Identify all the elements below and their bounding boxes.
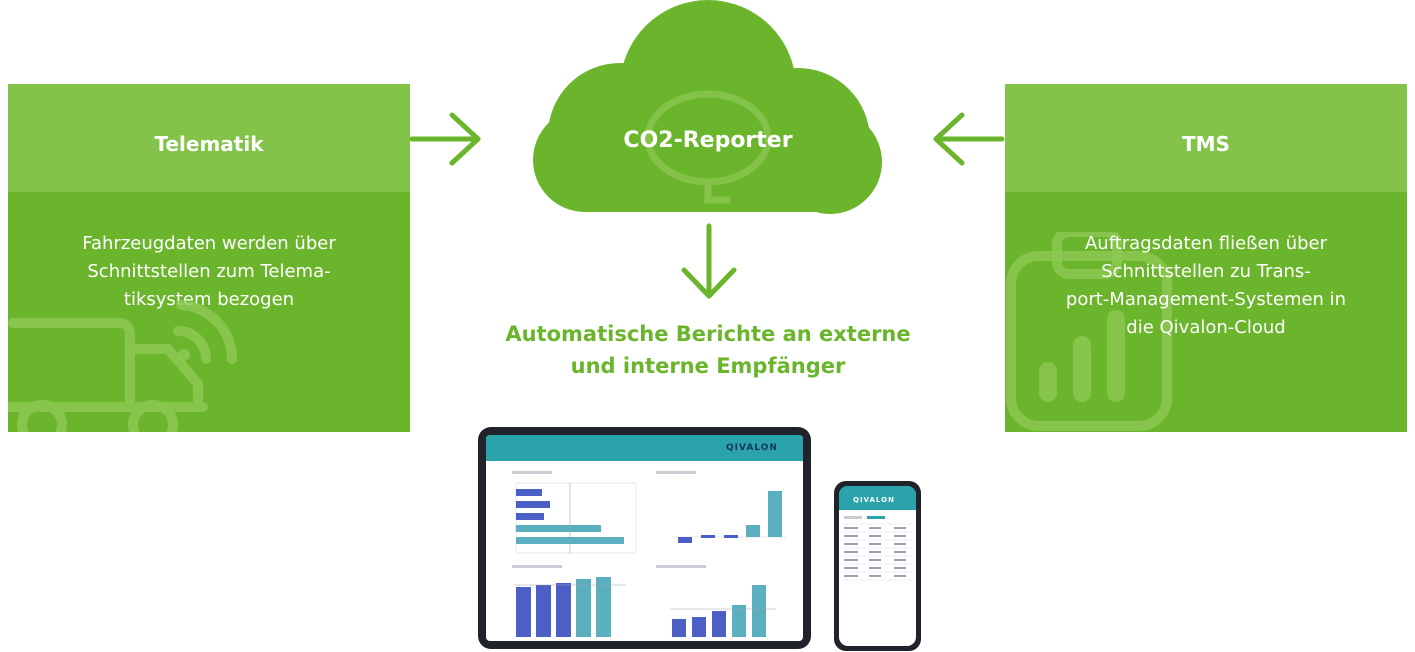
tablet-device: QIVALON — [478, 427, 811, 649]
cloud-icon — [533, 0, 882, 214]
reports-caption: Automatische Berichte an externe und int… — [505, 322, 911, 378]
phone-header-bar — [839, 486, 916, 510]
tms-title: TMS — [1182, 132, 1230, 156]
tablet-brand-logo: QIVALON — [726, 443, 778, 453]
tms-header — [1005, 84, 1407, 192]
arrow-left-icon — [933, 112, 1005, 166]
co2-reporter-cloud: CO2-Reporter — [530, 0, 886, 222]
phone-table-preview — [843, 516, 912, 581]
bar-chart-icon — [1006, 232, 1172, 431]
tms-description: Auftragsdaten fließen über Schnittstelle… — [1065, 233, 1347, 338]
dashboard-preview — [512, 471, 786, 637]
arrow-down-icon — [681, 223, 737, 299]
tms-box: TMS Auftragsdaten fließen über Schnittst… — [1005, 84, 1407, 432]
telematik-title: Telematik — [154, 132, 264, 156]
arrow-right-icon — [409, 112, 481, 166]
tablet-header-bar — [486, 435, 803, 461]
telematik-box: Telematik Fahrzeugdaten werden über Schn… — [8, 84, 410, 432]
tablet-screen: QIVALON — [486, 435, 803, 641]
phone-device: QIVALON — [834, 481, 921, 651]
phone-brand-logo: QIVALON — [853, 496, 895, 504]
telematik-description: Fahrzeugdaten werden über Schnittstellen… — [82, 233, 336, 310]
phone-screen: QIVALON — [839, 486, 916, 646]
truck-wifi-icon — [8, 300, 238, 432]
telematik-header — [8, 84, 410, 192]
co2-reporter-title: CO2-Reporter — [623, 128, 793, 153]
